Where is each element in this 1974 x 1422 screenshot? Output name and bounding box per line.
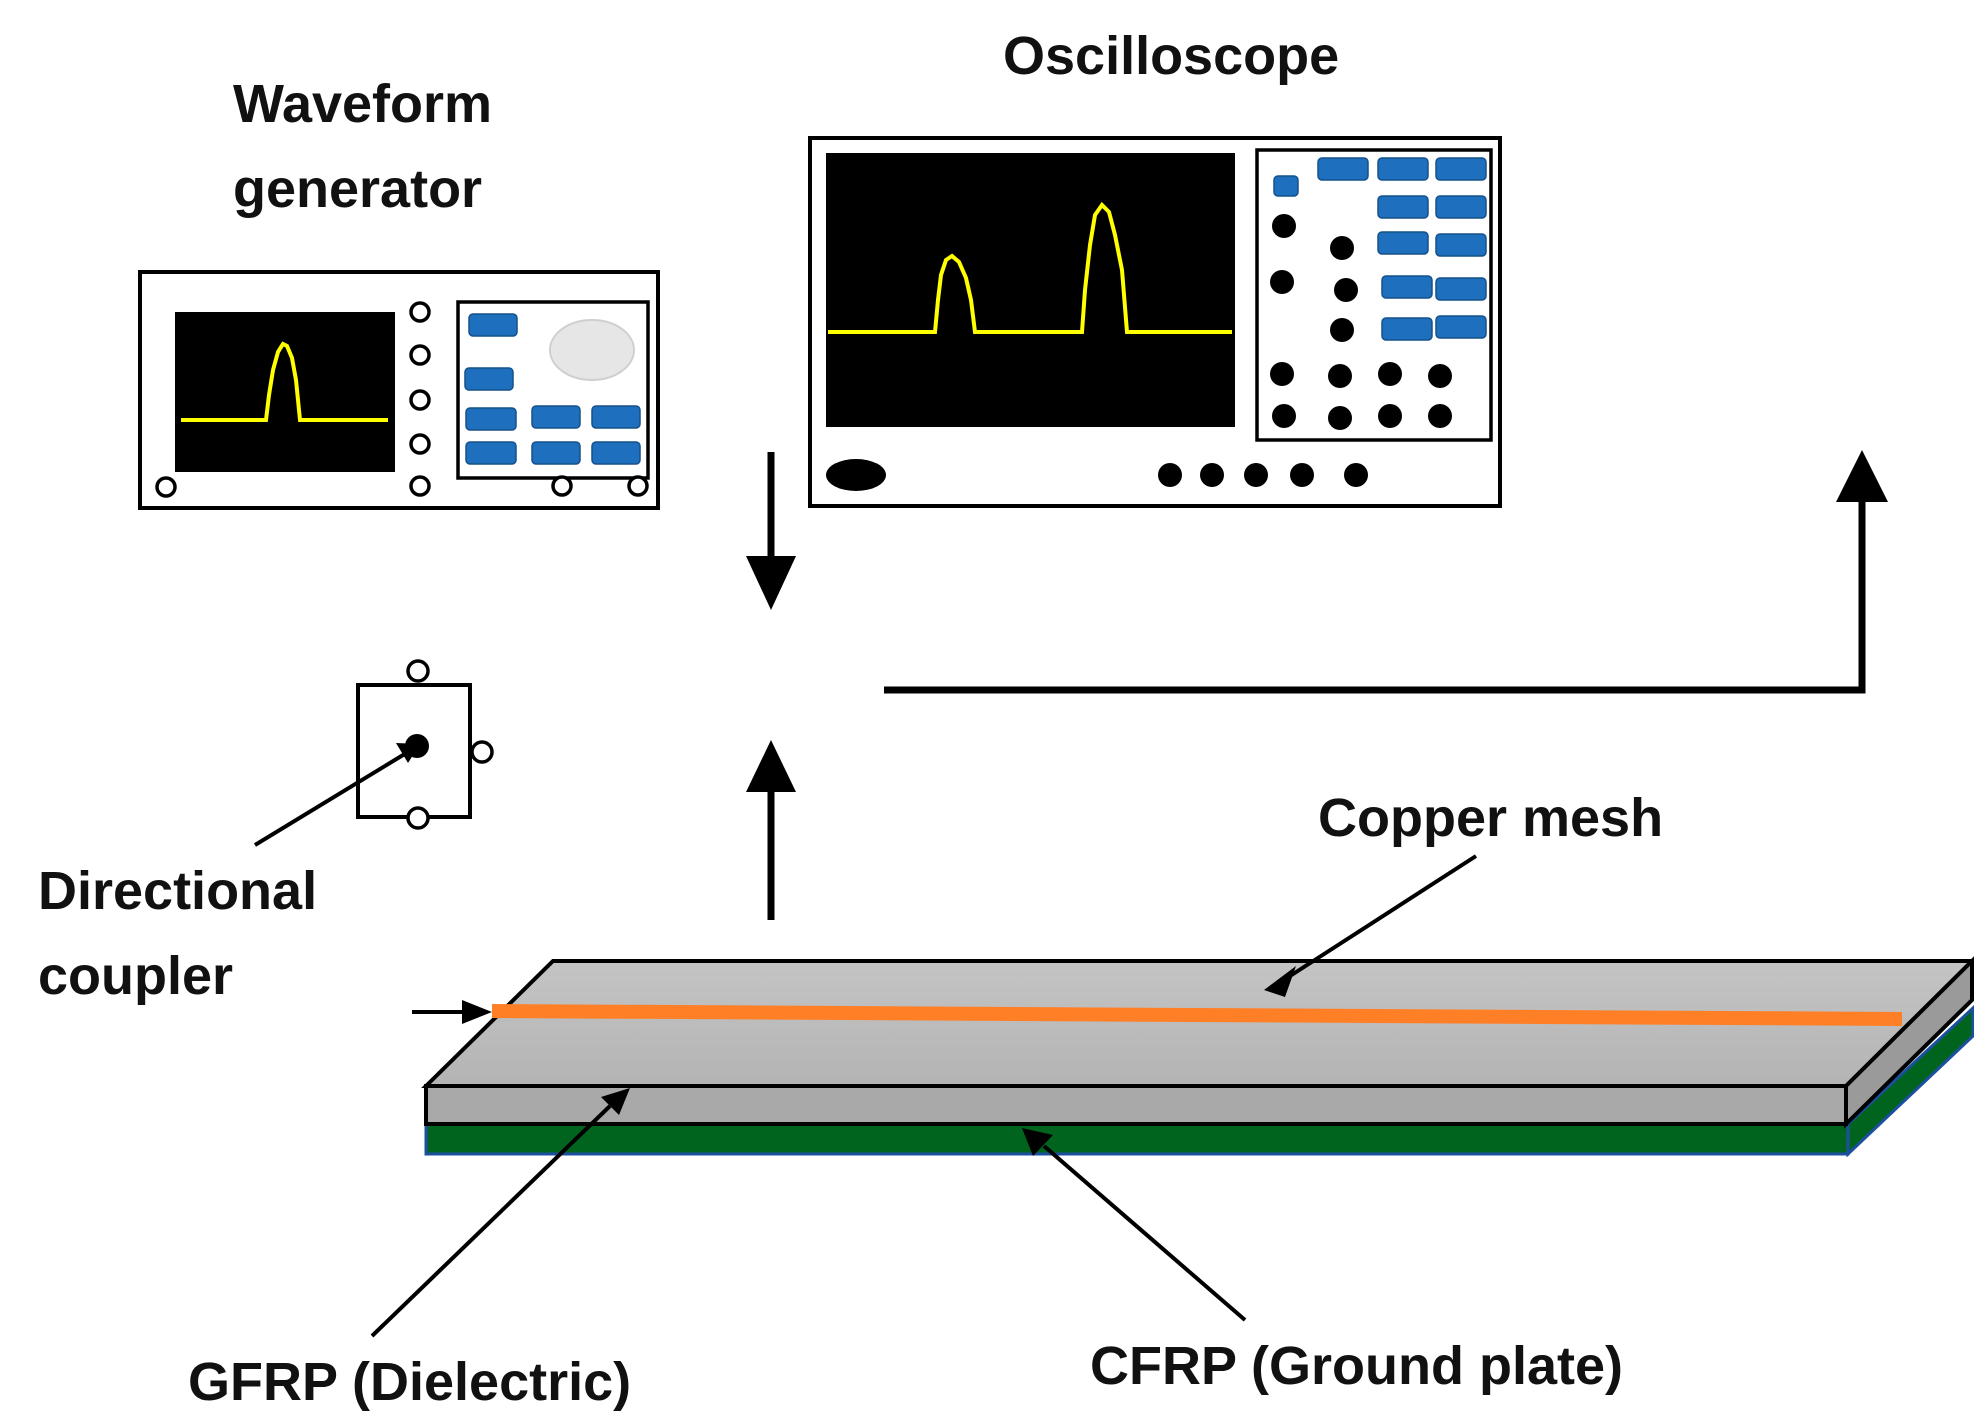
generator-side-knobs (155, 301, 431, 498)
button-icon (465, 441, 517, 465)
knob-icon (627, 475, 649, 497)
gfrp-dielectric-front-face (424, 1084, 1848, 1126)
button-icon (1435, 157, 1487, 181)
knob-icon (1330, 236, 1354, 260)
cfrp-label: CFRP (Ground plate) (1090, 1336, 1623, 1396)
button-icon (591, 441, 641, 465)
coupler-port-bottom-icon (406, 806, 430, 830)
button-icon (1377, 195, 1429, 219)
knob-icon (551, 475, 573, 497)
directional-coupler-label-line1: Directional (38, 861, 317, 921)
button-icon (464, 367, 514, 391)
cfrp-ground-plate-side (1846, 1005, 1974, 1158)
button-icon (591, 405, 641, 429)
up-arrow-head-icon (746, 740, 796, 792)
gfrp-pointer-line (370, 1104, 612, 1338)
button-icon (1273, 175, 1299, 197)
oscilloscope-panel-knobs (1270, 214, 1452, 430)
gfrp-dielectric-side-face (1844, 956, 1974, 1129)
knob-icon (1328, 406, 1352, 430)
knob-icon (1200, 463, 1224, 487)
coupler-port-right-icon (470, 740, 494, 764)
oscilloscope-label: Oscilloscope (1003, 26, 1339, 86)
knob-icon (409, 344, 431, 366)
gfrp-label: GFRP (Dielectric) (188, 1352, 631, 1412)
cfrp-ground-plate-front (424, 1122, 1850, 1156)
coupler-pointer-line (253, 750, 410, 847)
knob-icon (409, 389, 431, 411)
button-icon (1435, 315, 1487, 339)
signal-arrows (746, 450, 1888, 920)
coupler-port-top-icon (406, 659, 430, 683)
knob-icon (409, 301, 431, 323)
copper-mesh-pointer-line (1288, 854, 1478, 978)
button-icon (1381, 275, 1433, 299)
knob-icon (1428, 404, 1452, 428)
oscilloscope-pulse-trace (828, 201, 1232, 334)
knob-icon (1290, 463, 1314, 487)
button-icon (531, 441, 581, 465)
copper-mesh-label: Copper mesh (1318, 788, 1663, 848)
generator-screen (175, 312, 395, 472)
knob-icon (1378, 362, 1402, 386)
waveform-generator-label-line1: Waveform (233, 74, 492, 134)
knob-icon (1244, 463, 1268, 487)
copper-mesh-strip (492, 1004, 1902, 1026)
input-arrow-head-icon (462, 1000, 492, 1024)
knob-icon (1270, 362, 1294, 386)
oscilloscope-power-button-icon (826, 459, 886, 491)
knob-icon (409, 475, 431, 497)
knob-icon (1272, 404, 1296, 428)
button-icon (1381, 317, 1433, 341)
cfrp-pointer-line (1042, 1144, 1247, 1322)
knob-icon (1272, 214, 1296, 238)
button-icon (1377, 231, 1429, 255)
button-icon (1435, 195, 1487, 219)
knob-icon (1344, 463, 1368, 487)
button-icon (1435, 233, 1487, 257)
generator-dial-icon (549, 319, 635, 381)
knob-icon (1378, 404, 1402, 428)
return-path-line (884, 498, 1866, 694)
gfrp-pointer-head-icon (601, 1088, 630, 1115)
oscilloscope (808, 136, 1502, 508)
oscilloscope-buttons (1273, 157, 1487, 341)
button-icon (465, 407, 517, 431)
return-arrow-head-icon (1836, 450, 1888, 502)
knob-icon (1270, 270, 1294, 294)
copper-mesh-pointer-head-icon (1264, 966, 1296, 997)
button-icon (468, 313, 518, 337)
knob-icon (1330, 318, 1354, 342)
waveform-generator-label-line2: generator (233, 159, 482, 219)
oscilloscope-screen (826, 153, 1235, 427)
coupler-pointer-head-icon (396, 743, 420, 763)
button-icon (1317, 157, 1369, 181)
down-arrow-head-icon (746, 556, 796, 610)
knob-icon (1158, 463, 1182, 487)
knob-icon (155, 476, 177, 498)
button-icon (1435, 277, 1487, 301)
knob-icon (1334, 278, 1358, 302)
generator-buttons (464, 313, 641, 465)
button-icon (531, 405, 581, 429)
directional-coupler (253, 659, 494, 847)
generator-bottom-knobs (551, 475, 649, 497)
oscilloscope-bottom-knobs (1158, 463, 1368, 487)
button-icon (1377, 157, 1429, 181)
knob-icon (1328, 364, 1352, 388)
specimen-panel (421, 956, 1974, 1158)
generator-pulse-trace (181, 341, 388, 422)
cfrp-pointer-head-icon (1022, 1128, 1053, 1156)
directional-coupler-label-line2: coupler (38, 946, 233, 1006)
waveform-generator (138, 270, 660, 510)
knob-icon (409, 433, 431, 455)
knob-icon (1428, 364, 1452, 388)
